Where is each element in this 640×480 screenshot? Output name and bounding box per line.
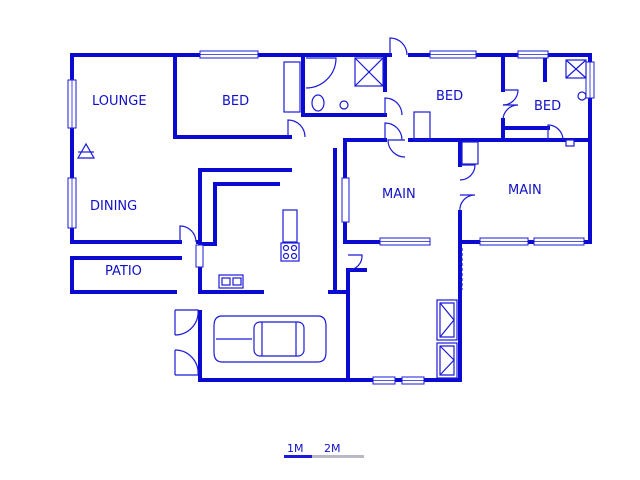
- room-label-main-1: MAIN: [382, 187, 416, 202]
- bath-door-arc: [305, 57, 337, 89]
- fireplace-icon: [76, 142, 96, 159]
- scale-bar: 1M 2M: [284, 442, 364, 458]
- kitchen-island: [282, 209, 298, 243]
- room-label-lounge: LOUNGE: [92, 94, 147, 109]
- car-icon: [213, 315, 327, 363]
- room-label-bed-1: BED: [222, 94, 249, 109]
- shower-icon: [354, 57, 384, 87]
- scale-label-1m: 1M: [287, 442, 304, 455]
- toilet-icon: [311, 94, 325, 112]
- stove-icon: [280, 242, 300, 262]
- room-labels: LOUNGE DINING PATIO BED BED BED MAIN MAI…: [90, 89, 561, 279]
- doors: [174, 37, 564, 376]
- sink-icon: [218, 274, 244, 289]
- room-label-main-2: MAIN: [508, 183, 542, 198]
- basin-icon: [339, 100, 349, 110]
- room-label-patio: PATIO: [105, 264, 142, 279]
- room-label-dining: DINING: [90, 199, 137, 214]
- toilet-icon-2: [565, 139, 575, 147]
- shower-icon-2: [565, 59, 587, 79]
- scale-label-2m: 2M: [324, 442, 341, 455]
- scale-segment-2: [312, 455, 364, 458]
- walls: [70, 53, 592, 382]
- workbench-icon: [436, 299, 458, 379]
- windows: [67, 50, 595, 385]
- room-label-bed-3: BED: [534, 99, 561, 114]
- room-label-bed-2: BED: [436, 89, 463, 104]
- scale-segment-1: [284, 455, 312, 458]
- fixtures: [76, 57, 587, 379]
- basin-icon-2: [577, 91, 587, 101]
